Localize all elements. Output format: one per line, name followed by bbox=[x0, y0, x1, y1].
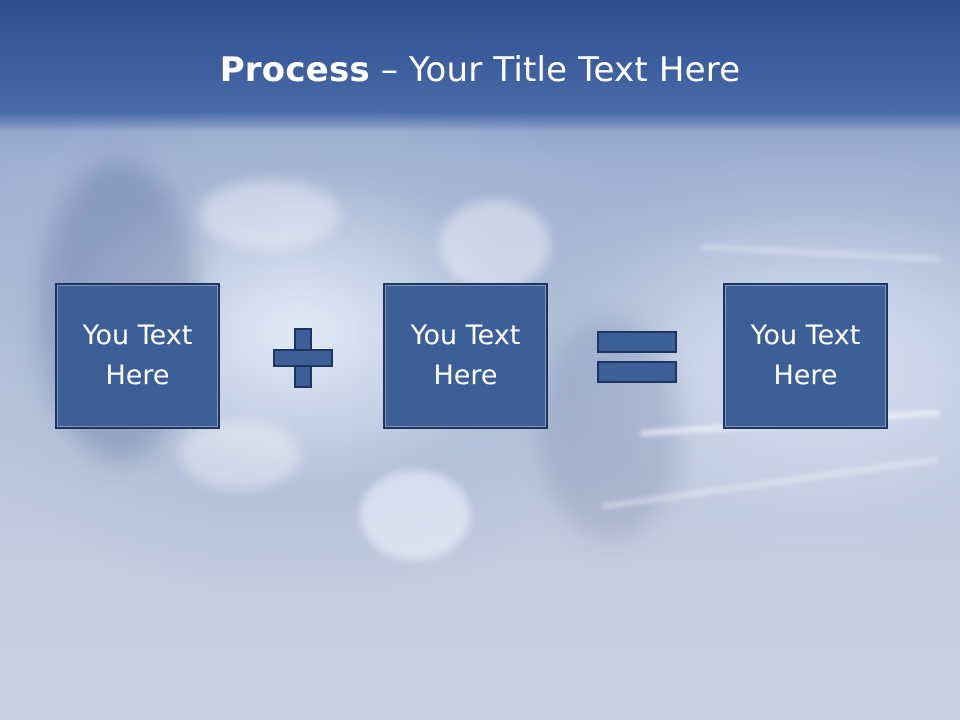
slide-title: Process – Your Title Text Here bbox=[0, 50, 960, 90]
title-rest: – Your Title Text Here bbox=[369, 50, 741, 90]
title-bar: Process – Your Title Text Here bbox=[0, 0, 960, 132]
process-box-1[interactable]: You Text Here bbox=[55, 283, 220, 429]
process-box-2-label: You Text Here bbox=[410, 320, 521, 391]
plus-icon bbox=[273, 328, 333, 388]
process-box-1-label: You Text Here bbox=[82, 320, 193, 391]
process-box-2[interactable]: You Text Here bbox=[383, 283, 548, 429]
process-box-3-label: You Text Here bbox=[750, 320, 861, 391]
title-bold: Process bbox=[219, 50, 370, 90]
process-box-3[interactable]: You Text Here bbox=[723, 283, 888, 429]
equals-icon bbox=[597, 331, 677, 383]
